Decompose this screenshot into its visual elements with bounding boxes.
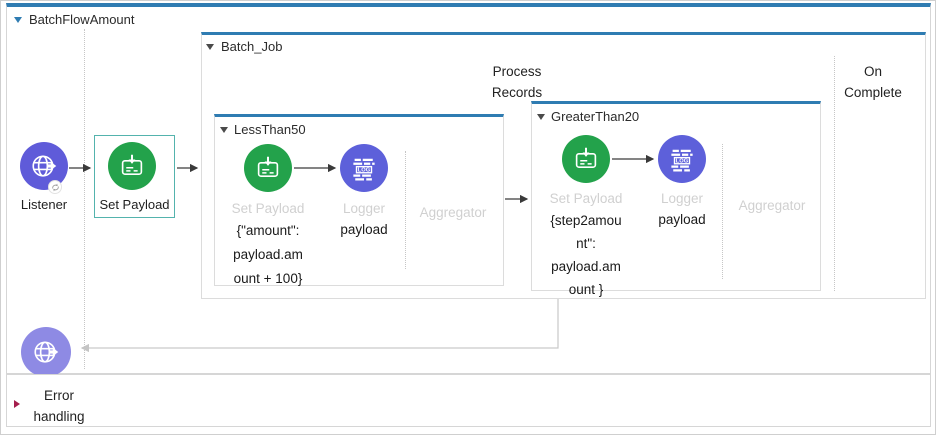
triangle-down-icon[interactable] [206,43,214,50]
set-payload-node[interactable] [562,135,610,183]
error-handling-label: Error handling [33,388,85,424]
logger-node[interactable] [340,144,388,192]
aggregator-separator-line [722,144,723,279]
log-bricks-icon [667,144,697,174]
set-payload-node[interactable] [108,142,156,190]
logger-ghost-label: Logger [342,201,386,216]
aggregator-drop-zone[interactable]: Aggregator [419,205,487,220]
aggregator-drop-zone[interactable]: Aggregator [738,198,806,213]
payload-down-arrow-icon [117,151,147,181]
globe-arrow-icon [29,151,59,181]
sync-badge [48,180,62,194]
flow-title: BatchFlowAmount [29,12,135,27]
error-handling-section [6,374,931,427]
error-handling-header[interactable] [14,395,20,413]
logger-node[interactable] [658,135,706,183]
triangle-down-icon[interactable] [220,126,228,133]
set-payload-expression: {"amount": payload.am ount + 100} [233,223,303,286]
set-payload-label: Set Payload [99,197,170,212]
aggregator-separator-line [405,151,406,269]
batch-step-header[interactable]: LessThan50 [220,122,306,137]
listener-label: Listener [20,197,68,212]
globe-arrow-icon [31,337,61,367]
on-complete-separator-line [834,56,835,291]
flow-header[interactable]: BatchFlowAmount [14,12,135,27]
set-payload-ghost-label: Set Payload [231,201,305,216]
batch-job-header[interactable]: Batch_Job [206,39,282,54]
payload-down-arrow-icon [571,144,601,174]
triangle-right-icon[interactable] [14,400,20,408]
batch-step-title: LessThan50 [234,122,306,137]
set-payload-expression: {step2amou nt": payload.am ount } [550,213,622,297]
batch-job-title: Batch_Job [221,39,283,54]
batch-step-greaterthan20 [531,101,821,291]
set-payload-ghost-label: Set Payload [549,191,623,206]
logger-value: payload [340,222,388,237]
log-bricks-icon [349,153,379,183]
batch-step-lessthan50 [214,114,504,286]
selection-box [94,135,175,218]
process-records-label: Process Records [491,64,543,100]
batch-step-title: GreaterThan20 [551,109,640,124]
set-payload-node[interactable] [244,144,292,192]
triangle-down-icon[interactable] [537,113,545,120]
listener-response-node[interactable] [21,327,71,377]
on-complete-label: On Complete [844,64,902,100]
batch-step-header[interactable]: GreaterThan20 [537,109,639,124]
sync-icon [51,183,60,192]
logger-ghost-label: Logger [660,191,704,206]
triangle-down-icon[interactable] [14,16,22,23]
payload-down-arrow-icon [253,153,283,183]
source-separator-line [84,29,85,369]
logger-value: payload [658,212,706,227]
